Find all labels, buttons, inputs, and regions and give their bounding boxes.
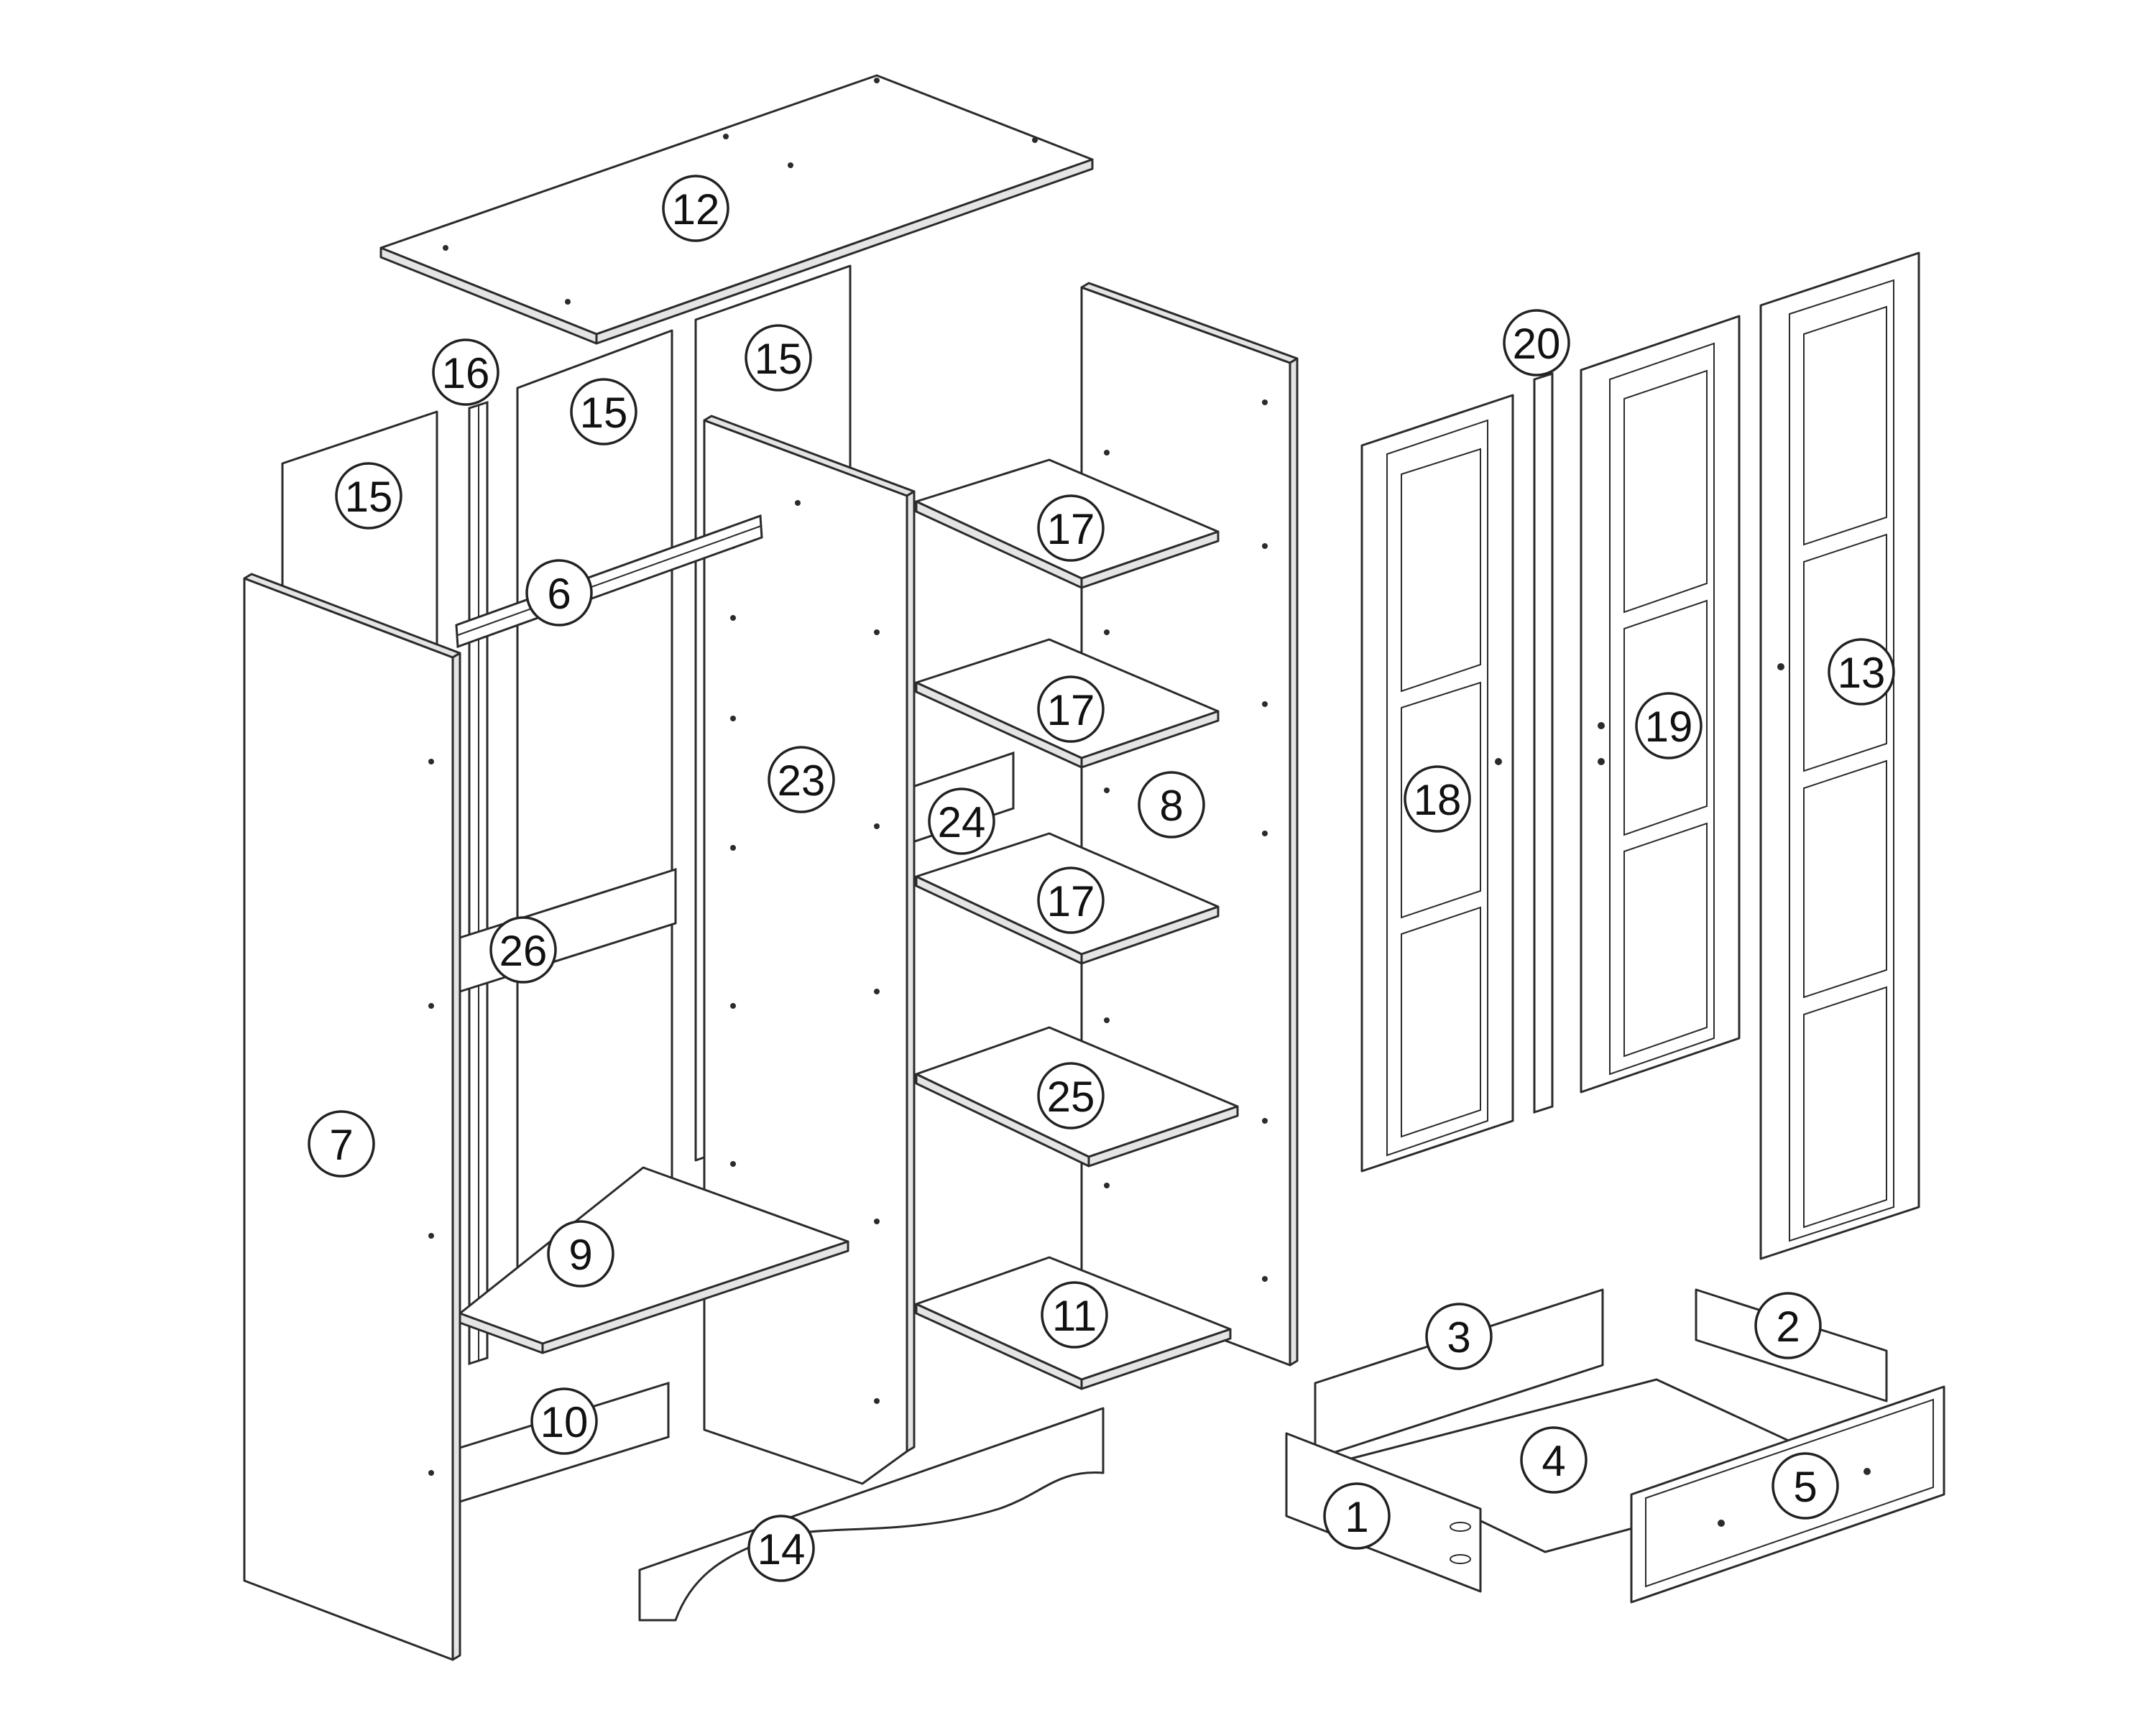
callout-17c-label: 17 [1047,877,1095,925]
callout-3: 3 [1425,1303,1493,1370]
callout-18: 18 [1404,765,1471,833]
callout-15b: 15 [570,378,637,445]
callout-16: 16 [432,338,499,406]
callout-9: 9 [547,1220,614,1288]
callout-12: 12 [662,175,729,242]
callout-10: 10 [530,1387,598,1455]
callout-18-label: 18 [1414,776,1462,824]
callout-11: 11 [1041,1281,1108,1349]
callout-14-label: 13 [1838,649,1886,697]
callout-4-label: 4 [1542,1437,1565,1485]
callout-3-label: 3 [1447,1313,1470,1362]
callout-20: 20 [1503,309,1570,376]
callout-2-label: 2 [1776,1303,1800,1351]
callout-8-label: 8 [1159,782,1183,830]
callout-19-label: 19 [1645,703,1693,751]
callout-8: 8 [1138,771,1205,838]
part-12-top-panel [379,74,1094,345]
callout-labels: 12 20 16 15 15 15 17 6 13 17 19 23 18 8 … [308,175,1895,1582]
callout-24: 24 [928,787,995,855]
callout-25: 25 [1037,1062,1105,1129]
callout-17a: 17 [1037,494,1105,562]
callout-17b-label: 17 [1047,686,1095,734]
callout-13: 14 [747,1515,815,1582]
callout-15a-label: 15 [345,473,393,521]
callout-13-label: 14 [757,1525,806,1573]
callout-15b-label: 15 [580,389,628,437]
drawer-parts [1285,1288,1945,1604]
callout-14: 13 [1828,638,1895,706]
callout-12-label: 12 [672,185,720,234]
callout-15c-label: 15 [755,335,803,383]
callout-7: 7 [308,1110,375,1178]
callout-11-label: 11 [1052,1292,1097,1340]
callout-6-label: 6 [547,570,571,618]
callout-20-label: 20 [1513,320,1561,368]
callout-23: 23 [768,746,835,813]
callout-15a: 15 [335,462,402,530]
callout-9-label: 9 [568,1231,592,1279]
callout-17a-label: 17 [1047,505,1095,553]
part-20-vertical-strip [1533,371,1554,1114]
callout-16-label: 16 [442,349,490,397]
callout-5-label: 5 [1793,1463,1817,1511]
callout-24-label: 24 [938,798,986,846]
callout-6: 6 [525,559,593,627]
callout-17c: 17 [1037,866,1105,934]
callout-17b: 17 [1037,675,1105,743]
callout-7-label: 7 [329,1121,353,1169]
part-9-bottom-shelf [459,1166,849,1354]
callout-1: 1 [1323,1482,1391,1550]
part-6-hanging-rail [455,514,763,649]
callout-19: 19 [1635,692,1703,759]
callout-25-label: 25 [1047,1073,1095,1121]
callout-2: 2 [1754,1292,1822,1359]
part-13-plinth [638,1407,1105,1622]
callout-15c: 15 [745,324,812,392]
part-14-door-right [1759,251,1920,1260]
callout-26: 26 [489,916,557,984]
part-23-middle-divider [703,415,916,1485]
part-16-vertical-rail [468,400,489,1366]
callout-5: 5 [1772,1452,1839,1520]
callout-26-label: 26 [499,927,548,975]
callout-10-label: 10 [540,1398,589,1446]
callout-4: 4 [1520,1426,1588,1494]
callout-1-label: 1 [1345,1493,1368,1541]
callout-23-label: 23 [778,757,826,805]
